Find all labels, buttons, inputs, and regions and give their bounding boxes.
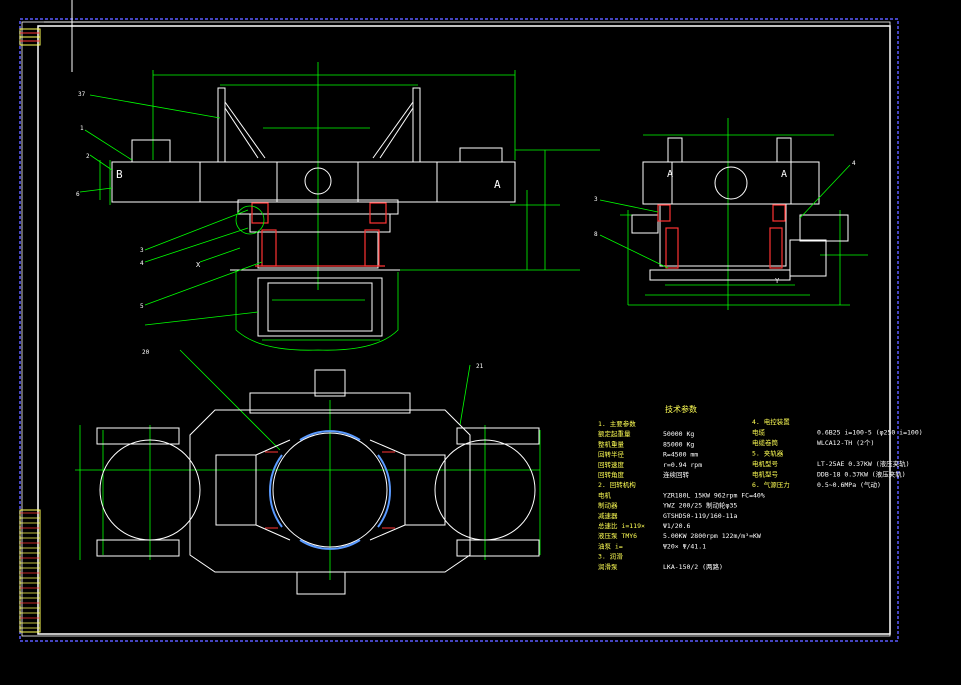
spec-col1-label-13: 3. 润滑 [598,552,623,561]
spec-col1-label-9: 减速器 [598,511,618,520]
view-x-label: X [196,261,201,269]
side-section-a2: A [781,169,787,180]
leader-number-top_left-5: 4 [140,260,144,267]
spec-col2-label-0: 4. 电控装置 [752,417,790,426]
view-y-label: Y [775,277,780,285]
outer-sheet-border [19,18,899,642]
spec-col2-label-5: 电机型号 [752,470,779,479]
section-a-label: A [494,178,501,191]
crosshair-cursor [44,0,100,72]
leader-number-top_left-0: 37 [78,91,86,98]
spec-col2-label-1: 电缆 [752,428,766,437]
spec-col1-label-7: 电机 [598,490,612,499]
spec-col2-value-4: LT-25AE 0.37KW (液压夹轨) [817,459,910,468]
side-section-a1: A [667,169,673,180]
spec-col2-label-2: 电缆卷筒 [752,438,779,447]
spec-col1-label-4: 回转速度 [598,460,625,469]
leader-number-plan-1: 21 [476,363,484,370]
spec-col2-value-1: 0.6B25 i=100-5 (φ250 i=100) [817,429,923,437]
inner-sheet-border [37,25,891,635]
leader-number-side-0: 3 [594,196,598,203]
spec-col1-label-14: 润滑泵 [598,562,618,571]
leader-number-top_left-3: 2 [86,153,90,160]
left-title-strip-top [19,28,41,46]
spec-col2-label-4: 电机型号 [752,459,779,468]
spec-col1-label-6: 2. 回转机构 [598,480,636,489]
leader-number-plan-0: 20 [142,349,150,356]
spec-col1-value-9: GTSHD50-119/160-11a [663,512,737,520]
spec-col1-value-10: Ψ1/20.6 [663,522,690,530]
spec-col1-label-0: 1. 主要参数 [598,419,636,428]
spec-col1-value-8: YWZ 200/25 制动轮φ35 [663,501,737,510]
leader-numbers: 37 1 6 2 3 4 5 20 21 3 8 4 [76,91,856,370]
spec-col1-label-11: 液压泵 TMY6 [598,531,637,540]
spec-col1-label-10: 总速比 i=119× [598,521,645,530]
spec-col1-label-5: 回转角度 [598,470,625,479]
specs-heading: 技术参数 [665,404,697,414]
spec-col1-value-5: 连续回转 [663,470,690,479]
spec-col2-label-6: 6. 气源压力 [752,480,790,489]
spec-col1-label-8: 制动器 [598,501,618,510]
leader-number-top_left-1: 1 [80,125,84,132]
front-elevation-view: B A X [79,62,600,351]
spec-col1-value-2: 85000 Kg [663,440,694,448]
spec-col1-value-14: LKA-150/2 (两路) [663,562,723,571]
spec-col1-value-4: r=0.94 rpm [663,461,702,469]
section-b-label: B [116,168,123,181]
spec-col2-value-6: 0.5~0.6MPa (气动) [817,480,881,489]
plan-view [75,349,541,595]
leader-number-top_left-2: 6 [76,191,80,198]
spec-col1-value-11: 5.00KW 2800rpm 122m/m³=KW [663,532,761,540]
spec-col1-value-1: 50000 Kg [663,430,694,438]
leader-number-side-2: 4 [852,160,856,167]
leader-number-side-1: 8 [594,231,598,238]
leader-number-top_left-6: 5 [140,303,144,310]
spec-col2-label-3: 5. 夹轨器 [752,449,784,458]
spec-col1-label-1: 额定起重量 [598,429,631,438]
left-title-strip-bottom [19,509,41,633]
spec-col1-label-12: 油泵 i= [598,541,623,550]
spec-col1-label-2: 整机重量 [598,439,625,448]
leader-number-top_left-4: 3 [140,247,144,254]
drawing-frame [21,21,891,637]
spec-col1-label-3: 回转半径 [598,450,625,459]
spec-col2-value-2: WLCA12-TH (2个) [817,439,874,447]
spec-col1-value-12: Ψ20× Ψ/41.1 [663,542,706,550]
spec-col1-value-3: R=4500 mm [663,451,698,459]
spec-col1-value-7: YZR180L 15KW 962rpm FC=40% [663,491,765,499]
spec-col2-value-5: DDB-18 0.37KW (液压夹轨) [817,470,906,479]
side-elevation-view: A A Y [599,118,868,310]
